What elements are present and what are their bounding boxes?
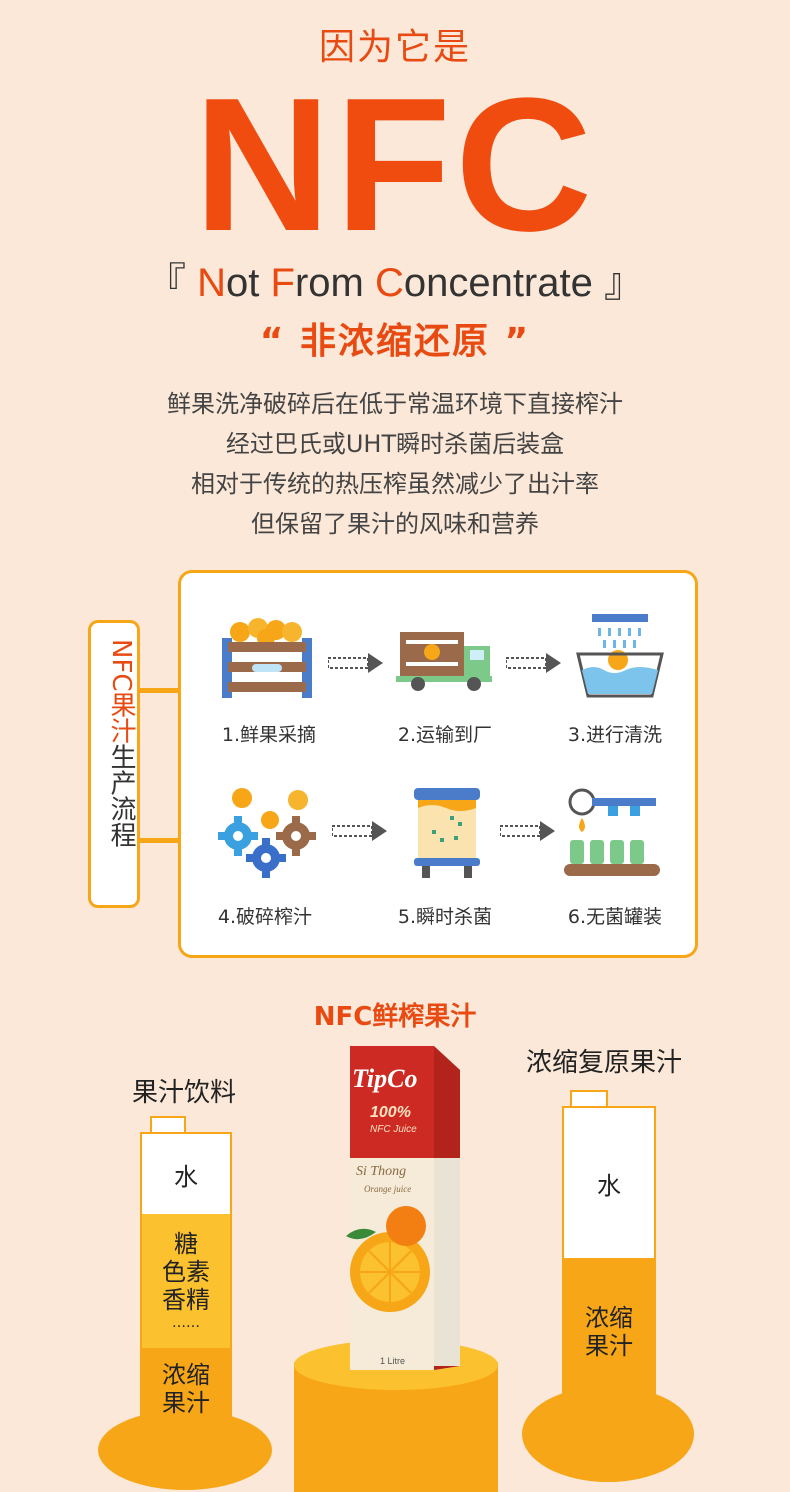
filling-line-icon: [564, 788, 660, 876]
description-line: 鲜果洗净破碎后在低于常温环境下直接榨汁: [167, 390, 623, 418]
arrow-icon: [332, 821, 387, 841]
letter-c: C: [374, 261, 404, 305]
description-line: 经过巴氏或UHT瞬时杀菌后装盒: [225, 430, 565, 458]
step-label: 1.鲜果采摘: [221, 724, 317, 746]
step-label: 4.破碎榨汁: [217, 906, 313, 928]
carton-brand: TipCo: [352, 1064, 418, 1093]
concentrate-label: 果汁: [162, 1389, 210, 1417]
arrow-icon: [328, 653, 383, 673]
step-label: 5.瞬时杀菌: [397, 906, 493, 928]
juice-carton: TipCo 100% NFC Juice Si Thong Orange jui…: [336, 1040, 468, 1376]
flow-side-title-dark: 生产流程: [106, 743, 136, 848]
arrow-icon: [500, 821, 555, 841]
flow-connector: [140, 688, 180, 693]
additive-flavor: 香精: [162, 1286, 210, 1314]
subtitle: “ 非浓缩还原 ”: [259, 321, 531, 362]
nfc-title: NFC: [193, 59, 597, 271]
additive-dots: ……: [172, 1315, 200, 1331]
fruit-crate-icon: [222, 618, 312, 698]
bottle-cap: [150, 1116, 186, 1134]
concentrate-label: 果汁: [585, 1332, 633, 1360]
reconstituted-juice-caption: 浓缩复原果汁: [526, 1048, 683, 1078]
description-line: 但保留了果汁的风味和营养: [251, 510, 539, 538]
flow-side-title-orange: NFC果汁: [106, 639, 136, 744]
carton-shape: [346, 1046, 460, 1370]
concentrate-layer: 浓缩 果汁: [142, 1348, 230, 1430]
nfc-full-name: 『 Not From Concentrate 』: [0, 250, 790, 308]
bracket-close: 』: [603, 261, 644, 305]
carton-type: NFC Juice: [370, 1124, 417, 1135]
description-line: 相对于传统的热压榨虽然减少了出汁率: [191, 470, 599, 498]
crushing-gears-icon: [218, 788, 316, 878]
step-label: 6.无菌罐装: [567, 906, 663, 928]
flow-side-label: NFC果汁生产流程: [88, 620, 140, 908]
bracket-open: 『: [146, 261, 186, 305]
letter-f: F: [270, 261, 295, 305]
water-layer: 水: [597, 1171, 621, 1200]
concentrate-label: 浓缩: [585, 1304, 633, 1332]
carton-script: Si Thong: [356, 1164, 407, 1179]
sterilization-tank-icon: [414, 788, 480, 878]
concentrate-layer: 浓缩 果汁: [564, 1258, 654, 1406]
description: 鲜果洗净破碎后在低于常温环境下直接榨汁 经过巴氏或UHT瞬时杀菌后装盒 相对于传…: [0, 384, 790, 544]
reconstituted-bottle: 水 浓缩 果汁: [562, 1106, 656, 1408]
additive-color: 色素: [162, 1258, 210, 1286]
washing-basin-icon: [576, 614, 664, 698]
word-oncentrate: oncentrate: [403, 261, 593, 305]
step-label: 3.进行清洗: [567, 724, 663, 746]
fruit-drink-caption: 果汁饮料: [132, 1078, 237, 1108]
concentrate-label: 浓缩: [162, 1361, 210, 1389]
additives-layer: 糖 色素 香精 ……: [142, 1214, 230, 1348]
word-ot: ot: [226, 261, 271, 305]
nfc-juice-caption: NFC鲜榨果汁: [313, 1002, 477, 1032]
carton-sub: Orange juice: [364, 1184, 412, 1194]
step-label: 2.运输到厂: [397, 724, 493, 746]
carton-percent: 100%: [370, 1104, 411, 1121]
bottle-cap: [570, 1090, 608, 1108]
intro-text: 因为它是: [318, 27, 471, 68]
truck-icon: [396, 632, 492, 691]
carton-volume: 1 Litre: [380, 1356, 406, 1366]
word-rom: rom: [294, 261, 375, 305]
arrow-icon: [506, 653, 561, 673]
flow-connector: [140, 838, 180, 843]
water-layer: 水: [174, 1162, 198, 1191]
fruit-drink-bottle: 水 糖 色素 香精 …… 浓缩 果汁: [140, 1132, 232, 1432]
letter-n: N: [197, 261, 227, 305]
additive-sugar: 糖: [174, 1230, 198, 1258]
